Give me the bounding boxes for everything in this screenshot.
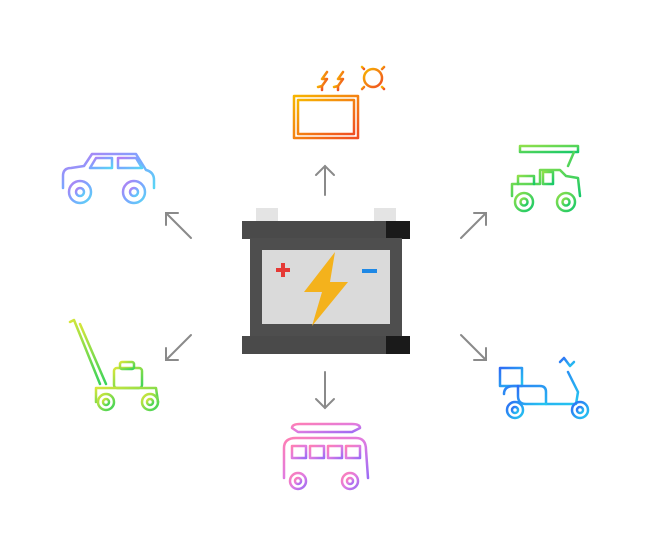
golf-cart-icon	[510, 144, 582, 213]
camper-van-icon	[282, 422, 370, 491]
arrow-to-scooter	[460, 334, 487, 361]
lawn-mower-icon	[68, 318, 160, 412]
minus-terminal-icon	[362, 269, 377, 273]
arrow-to-golf-cart	[460, 212, 487, 239]
car-battery-icon	[242, 208, 410, 354]
lightning-bolt-icon	[304, 252, 348, 326]
scooter-icon	[498, 356, 590, 420]
arrow-to-lawn-mower	[165, 334, 192, 361]
plus-terminal-icon	[276, 263, 290, 277]
arrow-to-solar	[315, 164, 335, 196]
arrow-to-camper-van	[315, 371, 335, 410]
arrow-to-car	[165, 212, 192, 239]
car-icon	[61, 152, 156, 205]
solar-panel-icon	[292, 61, 390, 154]
